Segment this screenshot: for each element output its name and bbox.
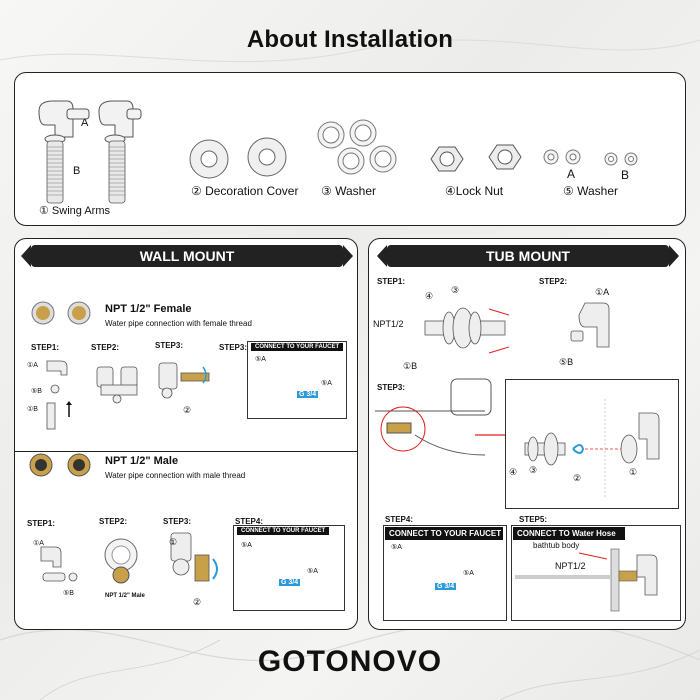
tub-step4-frame — [383, 525, 507, 621]
washer-3-icon — [317, 119, 397, 175]
wall-female-a5: ⑤A — [255, 356, 266, 363]
tub-step2: STEP2: — [539, 277, 568, 286]
tub-step1-illustration — [424, 307, 510, 354]
wall-female-b1: ①B — [27, 406, 38, 413]
swing-arm-b-icon — [46, 140, 126, 204]
female-connector-icon — [31, 301, 91, 325]
wall-male-npt: NPT 1/2" Male — [105, 593, 145, 599]
lock-nut-icon — [430, 144, 522, 172]
wall-male-n2: ② — [193, 597, 202, 607]
tub-step5-illustration — [515, 548, 658, 612]
male-desc: Water pipe connection with male thread — [105, 471, 246, 480]
brand-logo: GOTONOVO — [257, 645, 443, 678]
tub-d4: ④ — [509, 467, 518, 477]
female-desc: Water pipe connection with female thread — [105, 319, 252, 328]
washer-5-b-label: B — [621, 168, 630, 182]
decoration-cover-label: ② Decoration Cover — [191, 184, 299, 198]
wall-female-step3: STEP3: — [155, 341, 184, 350]
wall-male-step1: STEP1: — [27, 519, 56, 528]
wall-male-step2-illustration — [104, 538, 138, 584]
wall-female-step1: STEP1: — [31, 343, 60, 352]
tub-step3-illustration — [375, 378, 492, 456]
wall-male-step3-illustration — [170, 532, 218, 582]
wall-male-step1-illustration — [40, 546, 78, 582]
tub-n3: ③ — [451, 285, 460, 295]
wall-male-step2: STEP2: — [99, 517, 128, 526]
tub-step3: STEP3: — [377, 383, 406, 392]
wall-female-connect-bar: CONNECT TO YOUR FAUCET — [251, 343, 344, 351]
tub-step4: STEP4: — [385, 515, 414, 524]
washer-5-a-label: A — [567, 167, 576, 181]
wall-female-step3b: STEP3: — [219, 343, 248, 352]
tub-a1: ①A — [595, 287, 610, 297]
wall-mount-banner: WALL MOUNT — [21, 245, 353, 267]
wall-female-step3-illustration — [158, 362, 210, 399]
wall-male-g34: G 3/4 — [279, 579, 301, 586]
tub-n4: ④ — [425, 291, 434, 301]
wall-female-step1-illustration — [46, 360, 72, 430]
wall-male-step3: STEP3: — [163, 517, 192, 526]
wall-female-a1: ①A — [27, 362, 38, 369]
tub-step5: STEP5: — [519, 515, 548, 524]
wall-female-b5: ⑤B — [31, 388, 42, 395]
tub-step1: STEP1: — [377, 277, 406, 286]
page-title: About Installation — [246, 26, 454, 53]
wall-female-step2-illustration — [96, 366, 138, 404]
wall-male-a5b: ⑤A — [307, 568, 318, 575]
tub-npt2: NPT1/2 — [555, 561, 586, 571]
tub-a5: ⑤A — [391, 544, 402, 551]
tub-mount-banner: TUB MOUNT — [377, 245, 679, 267]
lock-nut-label: ④Lock Nut — [445, 184, 504, 198]
tub-step2-illustration — [570, 302, 610, 348]
tub-a5b: ⑤A — [463, 570, 474, 577]
tub-detail-illustration — [524, 399, 660, 499]
tub-b1: ①B — [403, 361, 418, 371]
wall-male-b5: ⑤B — [63, 590, 74, 597]
tub-npt: NPT1/2 — [373, 319, 404, 329]
washer-5-label: ⑤ Washer — [563, 184, 618, 198]
part-label-a: A — [81, 117, 89, 129]
part-label-b: B — [73, 165, 81, 177]
tub-b5: ⑤B — [559, 357, 574, 367]
washer-5-icon — [543, 149, 638, 166]
wall-male-n1: ① — [169, 537, 178, 547]
male-title: NPT 1/2" Male — [105, 455, 179, 467]
wall-male-a1: ①A — [33, 540, 44, 547]
tub-connect-hose: CONNECT TO Water Hose — [513, 527, 625, 540]
swing-arm-a-icon — [38, 100, 142, 144]
male-connector-icon — [29, 453, 91, 477]
wall-female-faucet-frame — [247, 341, 347, 419]
swing-arms-label: ① Swing Arms — [39, 205, 110, 217]
wall-mount-panel: WALL MOUNT NPT 1/2" Female Water pipe co… — [14, 238, 358, 630]
decoration-cover-icon — [189, 137, 287, 179]
tub-connect-faucet: CONNECT TO YOUR FAUCET — [385, 527, 503, 540]
tub-bathtub-body: bathtub body — [533, 541, 580, 550]
wall-female-n2: ② — [183, 405, 192, 415]
tub-d3: ③ — [529, 465, 538, 475]
wall-female-step2: STEP2: — [91, 343, 120, 352]
wall-male-connect-bar: CONNECT TO YOUR FAUCET — [237, 527, 330, 535]
female-title: NPT 1/2" Female — [105, 303, 192, 315]
wall-section-divider — [15, 451, 357, 452]
parts-panel: A B ① Swing Arms ② Decoration Cover ③ Wa… — [14, 72, 686, 226]
wall-female-g34: G 3/4 — [297, 391, 319, 398]
tub-mount-panel: TUB MOUNT STEP1: STEP2: ④ ③ NPT1/2 ①B ①A… — [368, 238, 686, 630]
washer-3-label: ③ Washer — [321, 184, 376, 198]
tub-d1: ① — [629, 467, 638, 477]
tub-g34: G 3/4 — [435, 583, 457, 590]
tub-d2: ② — [573, 473, 582, 483]
wall-female-a5b: ⑤A — [321, 380, 332, 387]
wall-male-a5: ⑤A — [241, 542, 252, 549]
wall-male-step4: STEP4: — [235, 517, 264, 526]
wall-male-faucet-frame — [233, 525, 345, 611]
